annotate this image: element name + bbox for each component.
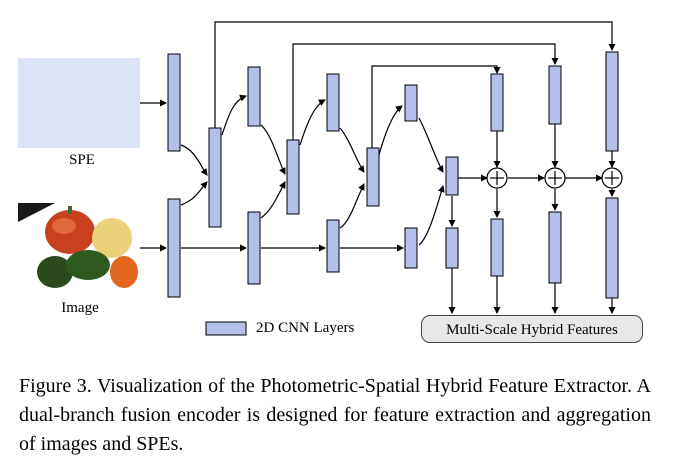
- cnn-layer: [445, 156, 459, 196]
- cnn-layer: [286, 139, 300, 215]
- cnn-layer: [247, 66, 261, 127]
- plus-node: [544, 167, 566, 189]
- output-features-box: Multi-Scale Hybrid Features: [421, 315, 643, 343]
- connections: [140, 21, 616, 314]
- cnn-layer: [208, 127, 222, 228]
- plus-node: [601, 167, 623, 189]
- input-image: [18, 203, 140, 295]
- plus-node: [486, 167, 508, 189]
- cnn-layer: [490, 218, 504, 277]
- sum-nodes: [486, 167, 623, 189]
- cnn-layer: [404, 84, 418, 122]
- cnn-layer: [445, 227, 459, 269]
- legend-swatch: [205, 321, 247, 336]
- cnn-layer: [247, 211, 261, 285]
- image-label: Image: [61, 300, 99, 316]
- cnn-layers: [167, 51, 619, 299]
- cnn-layer: [605, 197, 619, 299]
- cnn-layer: [366, 147, 380, 207]
- cnn-layer: [404, 227, 418, 269]
- figure-caption: Figure 3. Visualization of the Photometr…: [19, 375, 651, 455]
- cnn-layer: [548, 65, 562, 125]
- cnn-layer: [326, 219, 340, 273]
- cnn-layer: [167, 198, 181, 298]
- spe-label: SPE: [69, 152, 95, 168]
- cnn-layer: [605, 51, 619, 152]
- legend-label: 2D CNN Layers: [256, 320, 355, 336]
- spe-input: [18, 58, 140, 148]
- cnn-layer: [167, 53, 181, 152]
- cnn-layer: [490, 73, 504, 132]
- cnn-layer: [548, 211, 562, 284]
- cnn-layer: [326, 73, 340, 132]
